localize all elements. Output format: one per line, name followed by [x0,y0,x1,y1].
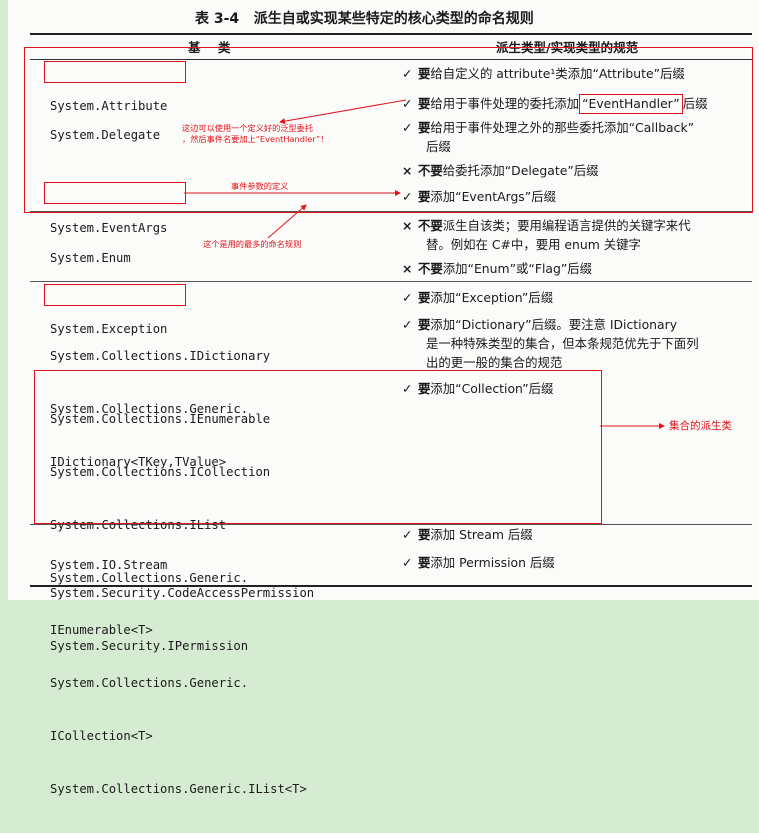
rule-collection: ✓要添加“Collection”后缀 [402,379,553,399]
check-icon: ✓ [402,527,413,542]
check-icon: ✓ [402,189,413,204]
row-divider-enum [30,211,752,212]
annotation-box-large [24,47,753,213]
check-icon: ✓ [402,290,413,305]
annotation-box-attribute [44,61,186,83]
row-divider-stream [30,524,752,525]
rule-attribute: ✓要给自定义的 attribute¹类添加“Attribute”后缀 [402,64,685,84]
top-rule [30,33,752,35]
cross-icon: × [402,163,413,178]
check-icon: ✓ [402,66,413,81]
cross-icon: × [402,261,413,276]
annotation-arrows [184,99,665,429]
check-icon: ✓ [402,555,413,570]
annotation-box-collections [34,370,602,524]
rule-enum-derive: ×不要派生自该类；要用编程语言提供的关键字来代 [402,216,691,236]
rule-eventargs: ✓要添加“EventArgs”后缀 [402,187,556,207]
check-icon: ✓ [402,317,413,332]
base-attribute: System.Attribute [50,99,168,114]
arrow-generic-delegate [279,99,407,125]
rule-enum-derive-cont: 替。例如在 C#中，要用 enum 关键字 [426,237,641,252]
rule-delegate-callback: ✓要给用于事件处理之外的那些委托添加“Callback” [402,118,694,138]
base-enum: System.Enum [50,251,131,266]
rule-dictionary-cont: 是一种特殊类型的集合，但本条规范优先于下面列 [426,336,699,351]
rule-exception: ✓要添加“Exception”后缀 [402,288,553,308]
check-icon: ✓ [402,381,413,396]
header-rule [30,59,752,60]
base-eventargs: System.EventArgs [50,221,168,236]
eventhandler-boxed: “EventHandler” [579,94,683,114]
base-stream: System.IO.Stream [50,558,168,573]
note-most-used: 这个是用的最多的命名规则 [203,239,302,249]
rule-delegate-eventhandler: ✓要给用于事件处理的委托添加“EventHandler”后缀 [402,94,708,114]
table-title: 表 3-4 派生自或实现某些特定的核心类型的命名规则 [195,11,534,27]
bottom-rule [30,585,752,587]
check-icon: ✓ [402,96,413,111]
base-exception: System.Exception [50,322,168,337]
note-generic-delegate: 这边可以使用一个定义好的泛型委托 ，然后事件名要加上“EventHandler”… [182,123,329,144]
base-idictionary: System.Collections.IDictionary System.Co… [50,349,271,469]
book-page: 表 3-4 派生自或实现某些特定的核心类型的命名规则 基 类 派生类型/实现类型… [8,0,759,796]
rule-dictionary-cont2: 出的更一般的集合的规范 [426,355,563,370]
rule-dictionary: ✓要添加“Dictionary”后缀。要注意 IDictionary [402,315,677,335]
note-event-args: 事件参数的定义 [231,181,289,191]
rule-delegate-callback-cont: 后缀 [426,139,451,154]
cross-icon: × [402,218,413,233]
base-delegate: System.Delegate [50,128,161,143]
check-icon: ✓ [402,120,413,135]
note-collection: 集合的派生类 [669,420,732,432]
row-divider-exception [30,281,752,282]
annotation-box-exception [44,284,186,306]
arrow-most-used [267,204,307,239]
rule-stream: ✓要添加 Stream 后缀 [402,525,533,545]
rule-delegate-nodelegate: ×不要给委托添加“Delegate”后缀 [402,161,599,181]
rule-enum-suffix: ×不要添加“Enum”或“Flag”后缀 [402,259,592,279]
rule-permission: ✓要添加 Permission 后缀 [402,553,555,573]
